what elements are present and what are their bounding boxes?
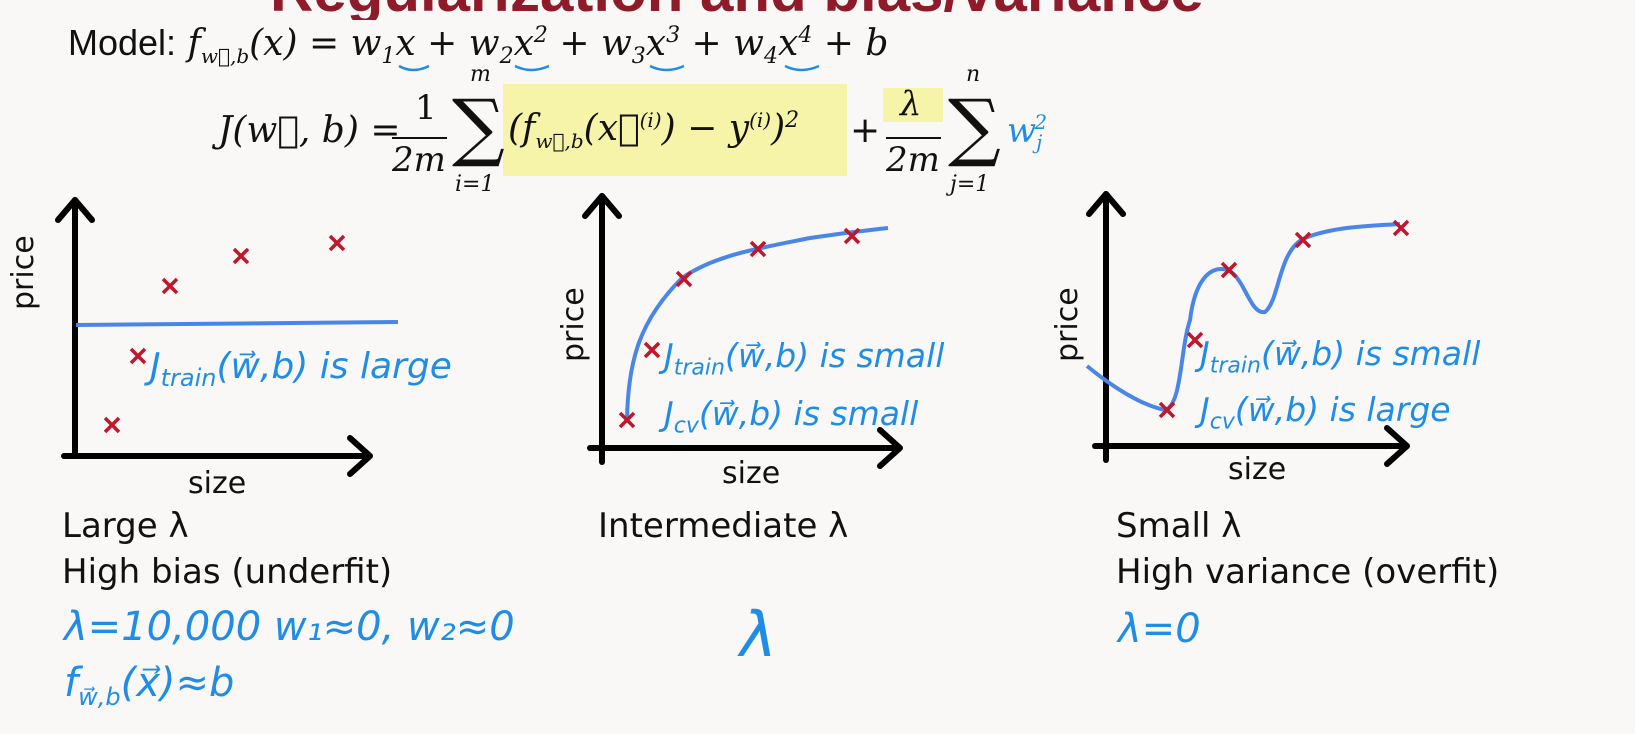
sum2-sign: ∑: [948, 84, 1001, 170]
plot1-fit-curve: [75, 320, 399, 327]
plot2-jcv: Jcv(w⃗,b) is small: [664, 394, 919, 439]
lambda-num: λ: [900, 84, 922, 124]
plot3-xlabel: size: [1228, 452, 1287, 487]
sum1-sign: ∑: [452, 84, 505, 170]
model-label: Model:: [68, 22, 177, 63]
plot2-xlabel: size: [722, 456, 781, 491]
slide-title: Regularization and bias/variance: [0, 0, 1635, 20]
plot2-axes: [582, 193, 903, 469]
plot2-fit-curve: [625, 226, 889, 421]
sum2-bot: j=1: [950, 172, 990, 197]
plot2-jtrain: Jtrain(w⃗,b) is small: [664, 336, 945, 381]
plot2-ylabel: price: [556, 287, 591, 362]
plot3-jtrain: Jtrain(w⃗,b) is small: [1200, 334, 1481, 379]
frac2-den: 2m: [886, 140, 940, 180]
plot2-points: [618, 227, 861, 429]
plot3-note-lambda: λ=0: [1118, 606, 1201, 652]
loss-highlight: [503, 84, 847, 176]
plot3-points: [1158, 219, 1410, 419]
plot1-note-f: fw⃗,b(x⃗)≈b: [64, 660, 235, 711]
plot2-note-lambda: λ: [740, 598, 777, 671]
plus-sign: +: [850, 110, 881, 151]
plot1-ylabel: price: [6, 235, 41, 310]
loss-term: (fw⃗,b(x⃗(i)) − y(i))2: [508, 108, 800, 154]
plot1-xlabel: size: [188, 466, 247, 501]
sum2-top: n: [966, 62, 981, 87]
sum1-top: m: [470, 62, 491, 87]
frac1-num: 1: [415, 88, 437, 128]
plot1-caption-lambda: Large λ: [62, 506, 189, 546]
plot3-axes: [1086, 191, 1410, 467]
plot3-fit-curve: [1085, 222, 1401, 413]
sum1-bot: i=1: [455, 172, 495, 197]
plot1-axes: [55, 197, 373, 477]
weight-term: wj2: [1007, 110, 1048, 155]
frac1-den: 2m: [392, 140, 446, 180]
plot1-jtrain: Jtrain(w⃗,b) is large: [150, 346, 452, 393]
plot1-points: [103, 234, 346, 434]
w1: w: [350, 23, 382, 64]
plot1-caption-regime: High bias (underfit): [62, 552, 393, 592]
model-line: Model: fw⃗,b(x) = w1x + w2x2 + w3x3 + w4…: [68, 22, 888, 69]
plot3-caption-lambda: Small λ: [1116, 506, 1242, 546]
plot2-caption: Intermediate λ: [598, 506, 849, 546]
plot3-jcv: Jcv(w⃗,b) is large: [1200, 390, 1451, 435]
lambda-highlight: [883, 88, 943, 122]
plot3-ylabel: price: [1050, 287, 1085, 362]
cost-lhs: J(w⃗, b) =: [218, 110, 401, 151]
plot3-caption-regime: High variance (overfit): [1116, 552, 1500, 592]
model-function: fw⃗,b(x) = w1x + w2x2 + w3x3 + w4x4 + b: [187, 23, 889, 70]
plot1-note-lambda: λ=10,000 w₁≈0, w₂≈0: [64, 604, 515, 650]
